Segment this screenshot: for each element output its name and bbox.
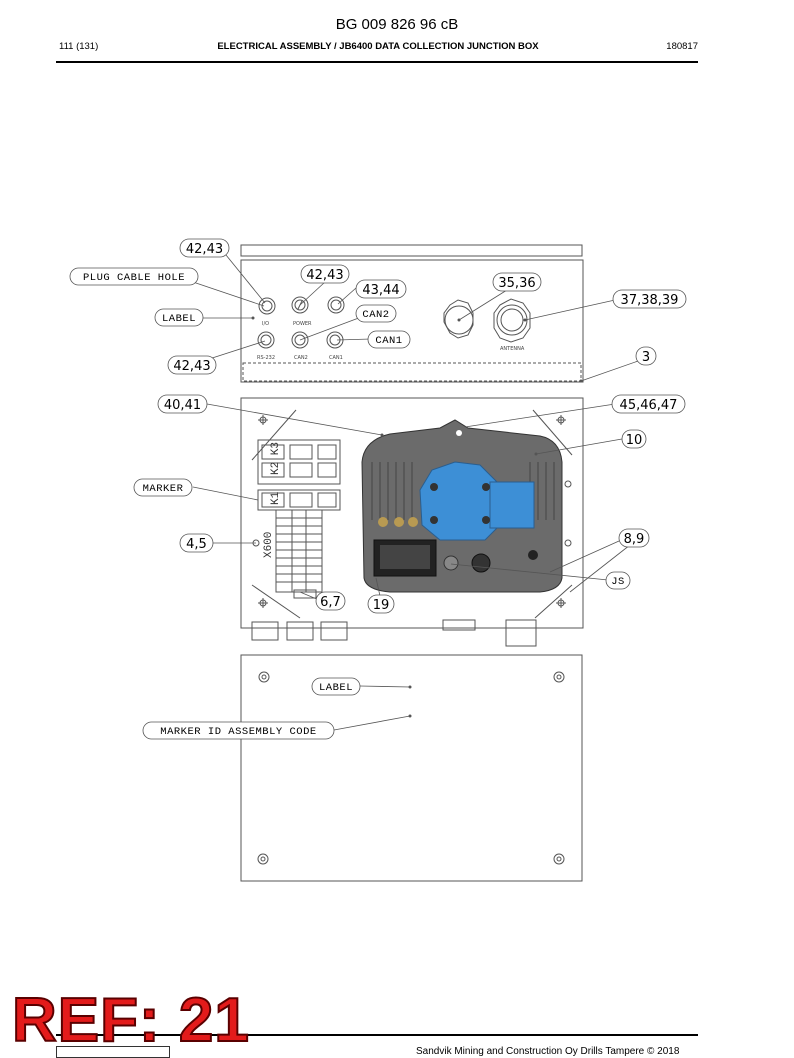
antenna-gland	[493, 298, 531, 343]
leader-lines	[192, 254, 642, 731]
power-label: POWER	[293, 321, 312, 327]
callout-8-9: 8,9	[624, 532, 645, 547]
callout-45-46-47: 45,46,47	[620, 398, 678, 413]
leader-dots	[251, 316, 583, 718]
bottom-glands	[251, 619, 537, 647]
callout-35-36: 35,36	[498, 276, 535, 291]
footer-copyright: Sandvik Mining and Construction Oy Drill…	[416, 1046, 680, 1057]
enclosure	[240, 397, 584, 629]
enclosure-lid	[240, 654, 583, 882]
plate-flange	[242, 362, 582, 382]
callout-42-43-rs232: 42,43	[173, 359, 210, 374]
page-title: ELECTRICAL ASSEMBLY / JB6400 DATA COLLEC…	[217, 41, 539, 52]
rs232-connector	[257, 331, 275, 349]
callout-43-44: 43,44	[362, 283, 399, 298]
callout-6-7: 6,7	[320, 595, 341, 610]
k1-label: K1	[270, 491, 282, 505]
callout-can2: CAN2	[362, 309, 389, 321]
mount-hole-crosses	[258, 415, 566, 608]
callout-js: JS	[611, 576, 625, 588]
can1-panel-label: CAN1	[329, 355, 343, 361]
revision-date: 180817	[666, 41, 698, 52]
k2k3-label: K2 K3	[270, 442, 282, 475]
page-number: 111 (131)	[59, 41, 99, 52]
header-rule	[56, 61, 698, 63]
rs232-label: RS-232	[257, 355, 275, 361]
callout-can1: CAN1	[375, 335, 402, 347]
callout-19: 19	[373, 598, 390, 613]
document-number: BG 009 826 96 cB	[335, 16, 459, 33]
top-rail	[240, 244, 583, 257]
callout-3: 3	[642, 350, 650, 365]
cable-gland-35-36	[443, 299, 474, 339]
data-collection-unit	[361, 419, 563, 593]
antenna-label: ANTENNA	[500, 346, 525, 352]
callout-40-41: 40,41	[164, 398, 201, 413]
blank-connector	[327, 296, 345, 314]
can2-panel-label: CAN2	[294, 355, 308, 361]
callout-label-panel: LABEL	[162, 313, 196, 325]
callout-42-43-top: 42,43	[186, 242, 223, 257]
lid-screws	[257, 671, 565, 865]
reference-stamp: REF: 21	[11, 985, 250, 1056]
can2-connector	[291, 331, 309, 349]
callout-10: 10	[626, 433, 643, 448]
callout-plug-cable-hole: PLUG CABLE HOLE	[83, 272, 185, 284]
callout-bubbles	[69, 238, 687, 740]
io-label: I/O	[262, 321, 269, 327]
callout-marker-id-assembly-code: MARKER ID ASSEMBLY CODE	[160, 726, 316, 738]
connector-plate	[240, 259, 584, 383]
footer-rule	[56, 1034, 698, 1036]
callout-marker: MARKER	[143, 483, 184, 495]
callout-42-43-power: 42,43	[306, 268, 343, 283]
callout-label-lid: LABEL	[319, 682, 353, 694]
terminal-block-x600	[275, 509, 323, 599]
callout-37-38-39: 37,38,39	[621, 293, 679, 308]
relay-block	[257, 439, 341, 511]
callout-4-5: 4,5	[186, 537, 207, 552]
io-connector	[258, 297, 276, 315]
x600-label: X600	[263, 532, 275, 558]
